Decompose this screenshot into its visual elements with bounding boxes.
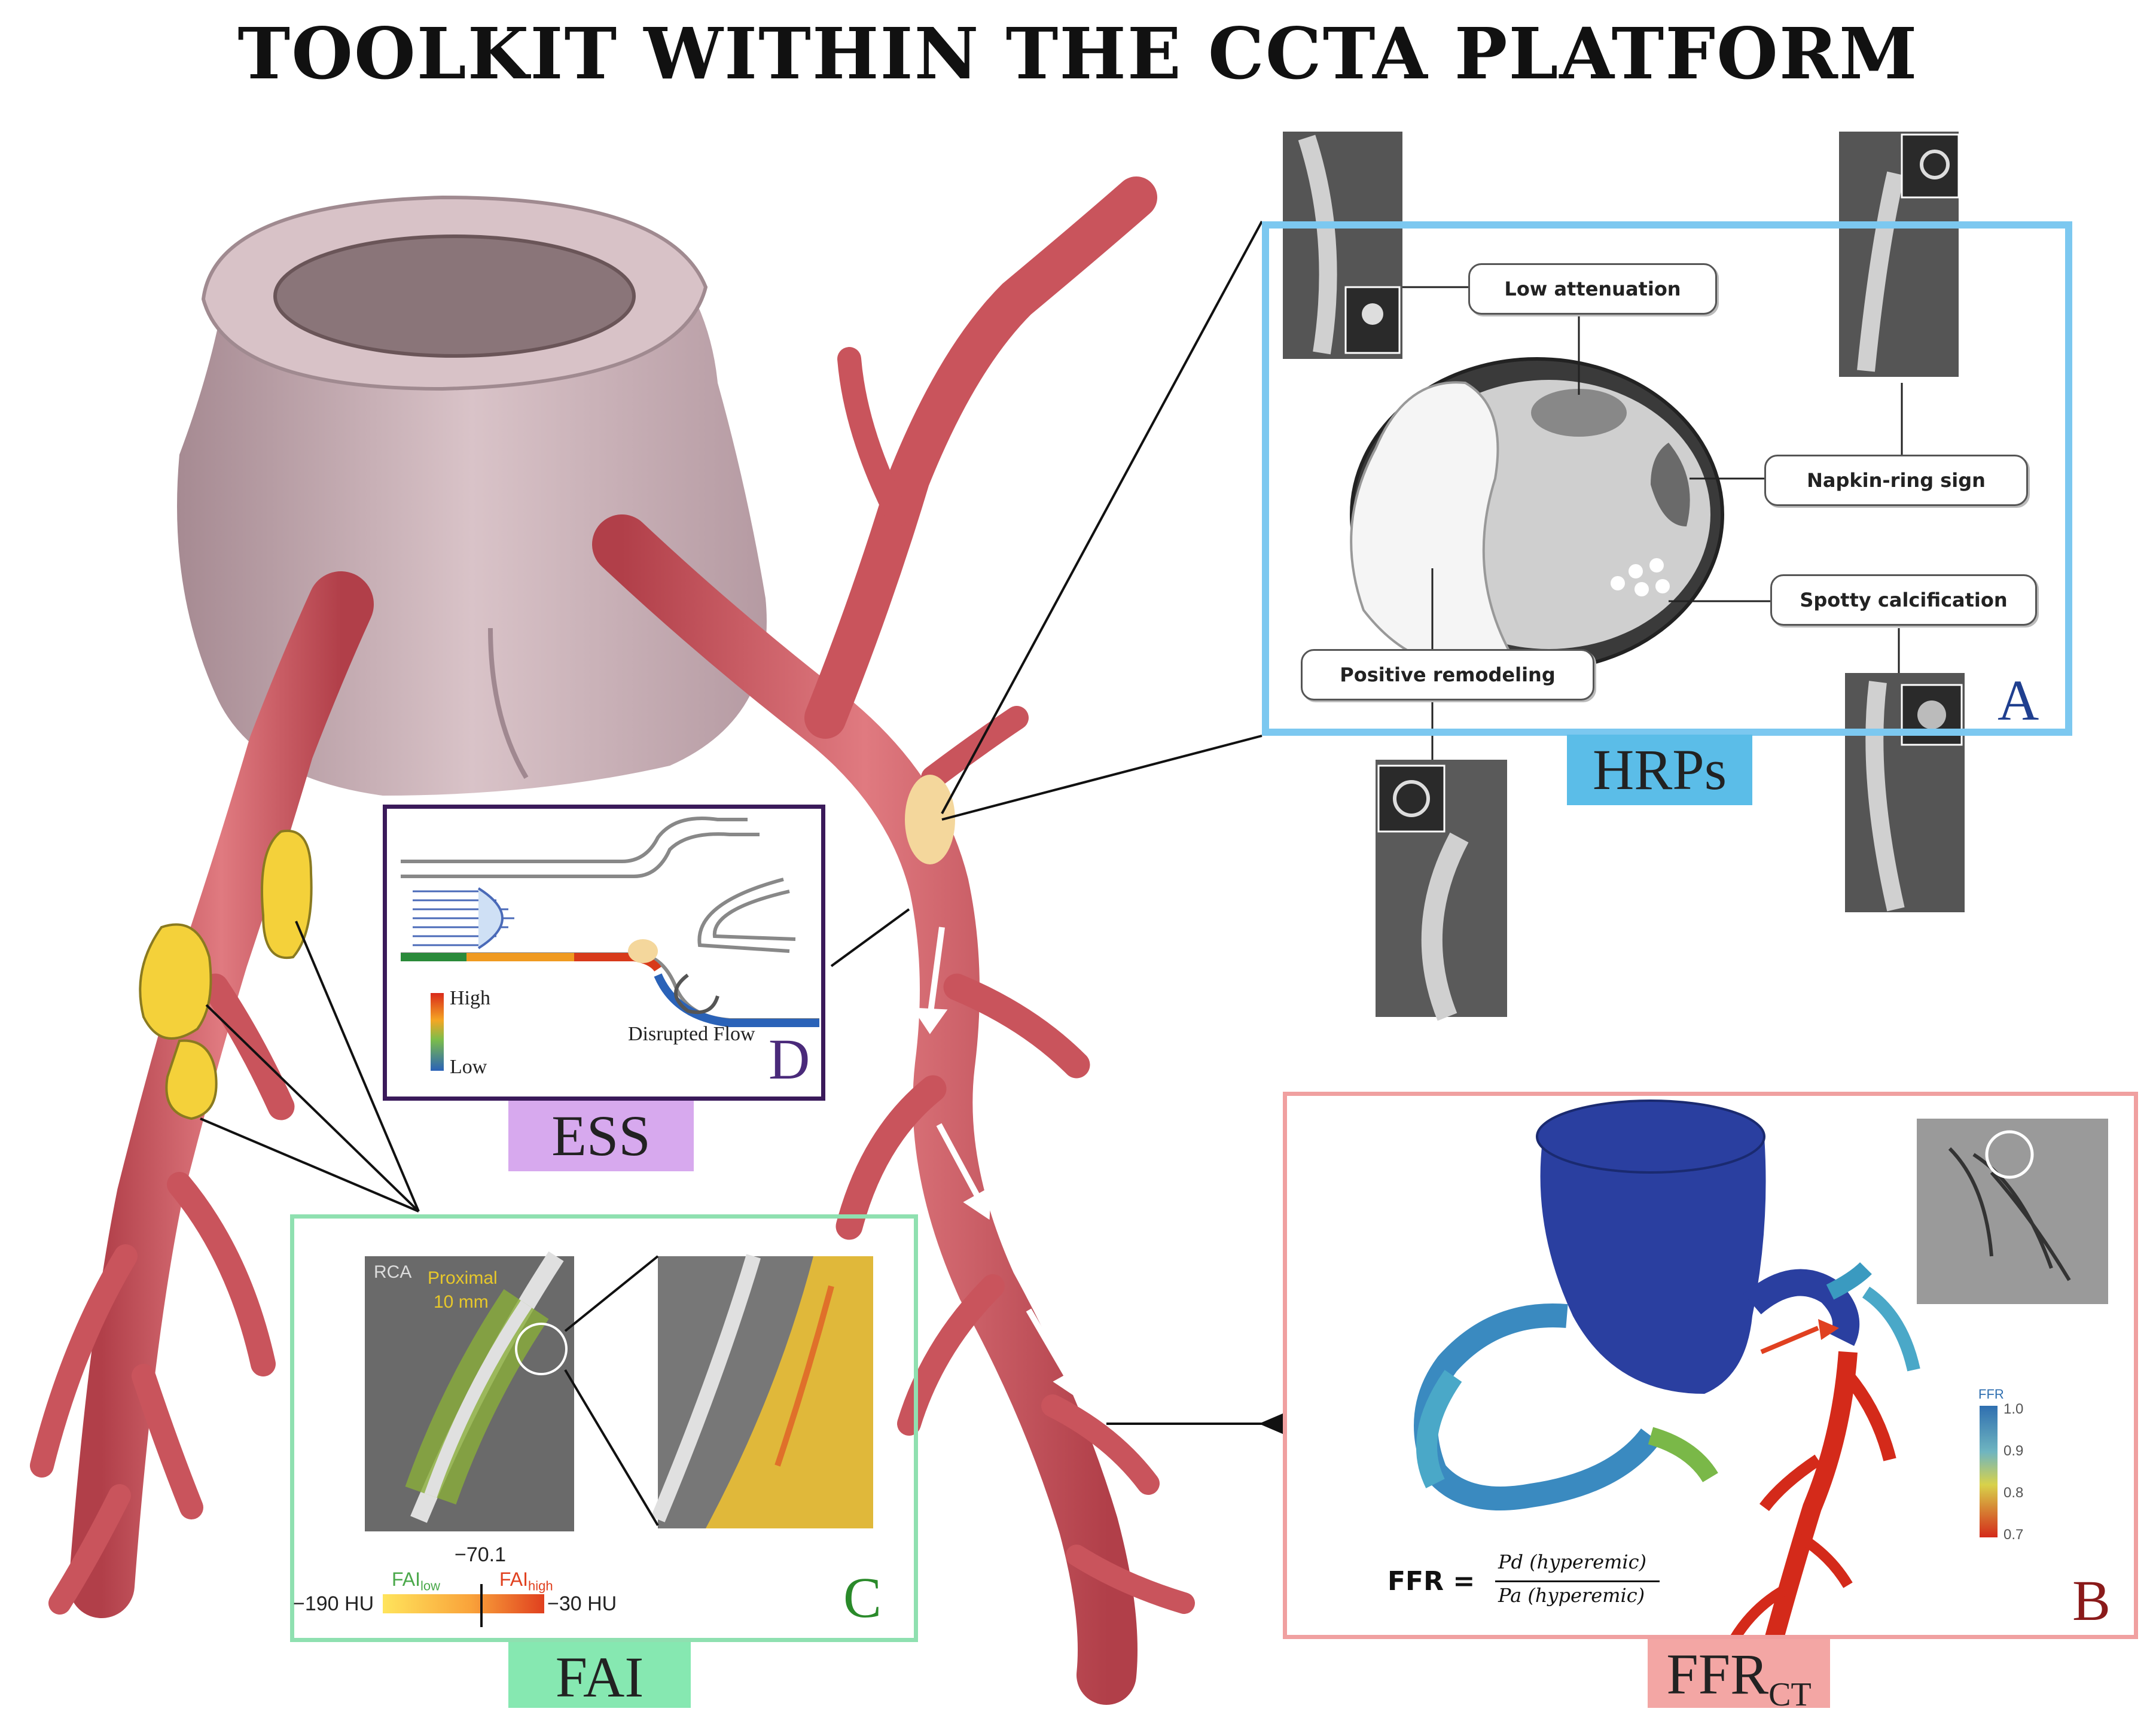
fai-high-end: −30 HU (547, 1592, 617, 1615)
ess-tag: ESS (508, 1101, 694, 1171)
ffr-formula-lhs: FFR = (1387, 1566, 1475, 1597)
left-coronary-artery (592, 176, 1195, 1705)
fai-low-label: FAIlow (392, 1568, 441, 1594)
hrps-panel (1262, 221, 2072, 736)
fai-tag: FAI (508, 1642, 691, 1709)
ffr-scale-tick-1: 1.0 (2003, 1401, 2024, 1417)
ffr-scale-title: FFR (1978, 1387, 2004, 1402)
fai-threshold-value: −70.1 (455, 1543, 507, 1566)
ess-panel (383, 805, 825, 1101)
fai-ct-images (365, 1251, 873, 1627)
ffrct-tag: FFRCT (1648, 1639, 1830, 1713)
plaque-marker (905, 775, 955, 864)
page-title: TOOLKIT WITHIN THE CCTA PLATFORM (237, 12, 1919, 95)
hrps-plaque-schematic (1350, 357, 1724, 672)
panel-letter-d: D (769, 1027, 810, 1091)
hrps-tag: HRPs (1567, 735, 1752, 805)
hrps-label-lines (1402, 286, 1903, 760)
hrps-ct-images (1283, 132, 1965, 1021)
ffrct-model (1414, 1099, 2108, 1678)
ffr-formula-denominator: Pa (hyperemic) (1498, 1584, 1645, 1607)
fai-vessel-label: RCA (374, 1262, 412, 1282)
flow-arrows (912, 927, 1081, 1400)
ffr-formula: FFR = Pd (hyperemic) Pa (hyperemic) (1387, 1549, 1698, 1615)
panel-letter-a: A (1998, 668, 2039, 732)
fai-proximal-label: Proximal (428, 1268, 498, 1288)
fat-deposits (139, 829, 313, 1120)
ffr-formula-bar (1495, 1580, 1660, 1582)
ffr-scale-tick-2: 0.9 (2003, 1443, 2024, 1459)
ffr-scale-tick-4: 0.7 (2003, 1527, 2024, 1543)
panel-letter-b: B (2072, 1568, 2111, 1632)
panel-letter-c: C (843, 1565, 882, 1630)
ess-legend-high: High (450, 987, 490, 1009)
fai-panel (290, 1214, 918, 1642)
fai-high-label: FAIhigh (499, 1568, 553, 1594)
ess-legend-low: Low (450, 1056, 487, 1078)
fai-low-end: −190 HU (293, 1592, 374, 1615)
ess-flow-label: Disrupted Flow (628, 1023, 755, 1045)
connector-lines (200, 221, 1284, 1435)
low-attenuation-label: Low attenuation (1468, 263, 1717, 315)
napkin-ring-label: Napkin-ring sign (1764, 455, 2028, 506)
spotty-calcification-label: Spotty calcification (1770, 574, 2037, 626)
ffr-scale-tick-3: 0.8 (2003, 1485, 2024, 1501)
positive-remodeling-label: Positive remodeling (1301, 649, 1594, 700)
ffr-formula-numerator: Pd (hyperemic) (1498, 1551, 1646, 1573)
ess-flow-diagram (401, 817, 819, 1071)
fai-length-label: 10 mm (434, 1292, 489, 1312)
ffrct-panel (1283, 1092, 2138, 1639)
